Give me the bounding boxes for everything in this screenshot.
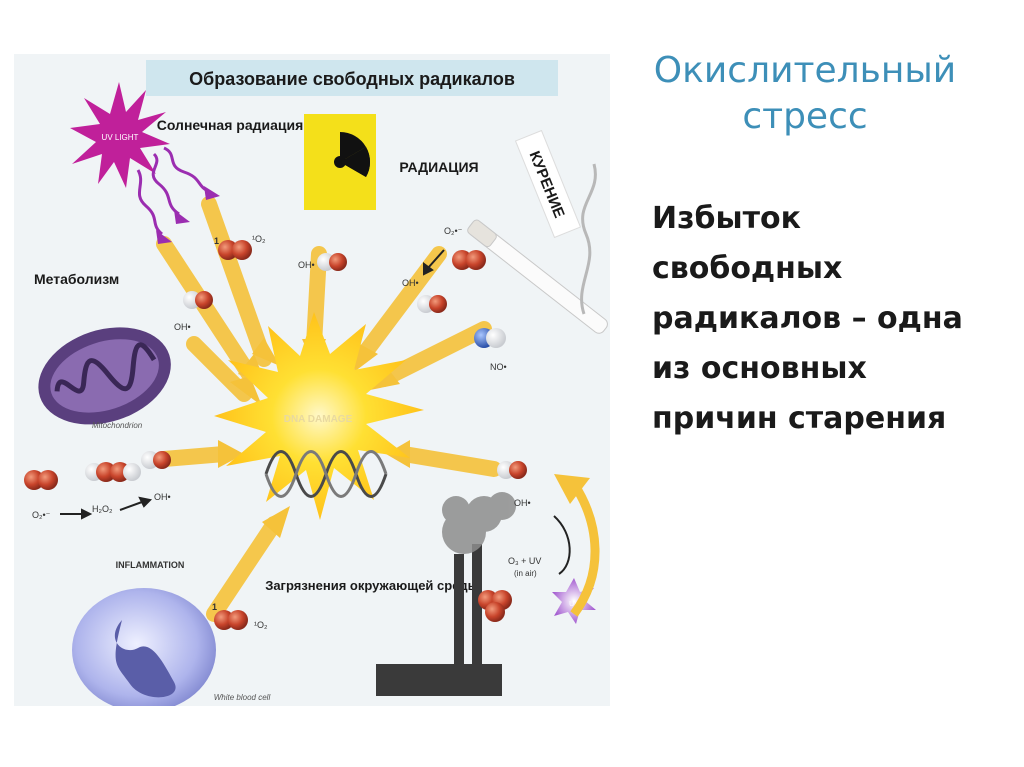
white-blood-cell-label: White blood cell	[214, 693, 271, 702]
uv-ray-head-2	[156, 230, 172, 244]
molecule-no	[474, 328, 506, 348]
uv-ray-head-1	[174, 210, 190, 224]
molecule-solar	[218, 240, 252, 260]
uv-rays	[136, 146, 211, 236]
dna-damage-burst	[214, 312, 424, 520]
ozone-curve-arrow	[553, 515, 571, 575]
oh-label-pollution: OH•	[514, 498, 531, 508]
mitochondrion-icon	[38, 327, 171, 425]
solar-radiation-text: Солнечная радиация	[157, 117, 304, 133]
slide-title: Окислительный стресс	[653, 50, 957, 137]
damage-arrows	[156, 196, 502, 622]
molecule-ozone	[478, 590, 512, 622]
factory-icon	[376, 544, 502, 696]
uv-light-label: UV LIGHT	[102, 133, 139, 142]
diagram-header: Образование свободных радикалов	[189, 69, 515, 89]
smoke-icon	[580, 163, 597, 315]
num-1-solar: 1	[214, 236, 219, 246]
uv-light-star	[70, 82, 170, 188]
oh-label-top: OH•	[174, 322, 191, 332]
dna-strand	[264, 450, 388, 498]
molecule-superoxide-right	[452, 250, 486, 270]
molecule-superoxide-left	[24, 470, 58, 490]
pollution-arrow-head	[554, 474, 590, 504]
cigarette-icon	[467, 219, 608, 334]
radiation-label: РАДИАЦИЯ	[399, 159, 478, 175]
pollution-arrow	[570, 481, 600, 617]
inflammation-label: INFLAMMATION	[116, 560, 185, 570]
molecule-inflammation	[214, 610, 248, 630]
mitochondrion-label: Mitochondrion	[92, 421, 143, 430]
molecule-oh-right	[417, 295, 447, 313]
superoxide-label-right: O₂•⁻	[444, 226, 463, 236]
oh-label-left: OH•	[154, 492, 171, 502]
uv-small-star	[552, 578, 596, 624]
dna-damage-label: DNA DAMAGE	[284, 414, 353, 425]
pollution-label: Загрязнения окружающей среды	[265, 578, 479, 593]
pollution-text: Загрязнения окружающей среды	[265, 578, 479, 593]
molecule-oh-left	[141, 451, 171, 469]
metabolism-label: Метаболизм	[34, 271, 119, 287]
slide-body-text: Избыток свободных радикалов – одна из ос…	[652, 201, 963, 436]
factory-smoke-icon	[442, 492, 516, 554]
molecule-oh-top	[183, 291, 213, 309]
oh-label-right: OH•	[402, 278, 419, 288]
o2-singlet-solar: ¹O₂	[252, 234, 266, 244]
reaction-arrows	[60, 249, 445, 520]
num-1-inflammation: 1	[212, 602, 217, 612]
cell-nucleus	[114, 620, 176, 698]
molecule-oh-pollution	[497, 461, 527, 479]
h2o2-label: H₂O₂	[92, 504, 113, 514]
solar-radiation-label: Солнечная радиация	[157, 117, 304, 133]
free-radicals-diagram: Образование свободных радикалов DNA DAMA…	[14, 54, 610, 706]
molecule-h2o2	[85, 462, 141, 482]
header-band	[146, 60, 558, 96]
in-air-label: (in air)	[514, 569, 537, 578]
uv-ray-head-3	[204, 186, 220, 200]
uv-small-label: UV	[569, 601, 579, 608]
o3-uv-label: O₃ + UV	[508, 556, 541, 566]
o2-singlet-inflammation: ¹O₂	[254, 620, 268, 630]
superoxide-label-left: O₂•⁻	[32, 510, 51, 520]
molecule-oh-center	[317, 253, 347, 271]
radiation-trefoil-icon	[334, 132, 370, 177]
oh-label-center: OH•	[298, 260, 315, 270]
no-label: NO•	[490, 362, 507, 372]
